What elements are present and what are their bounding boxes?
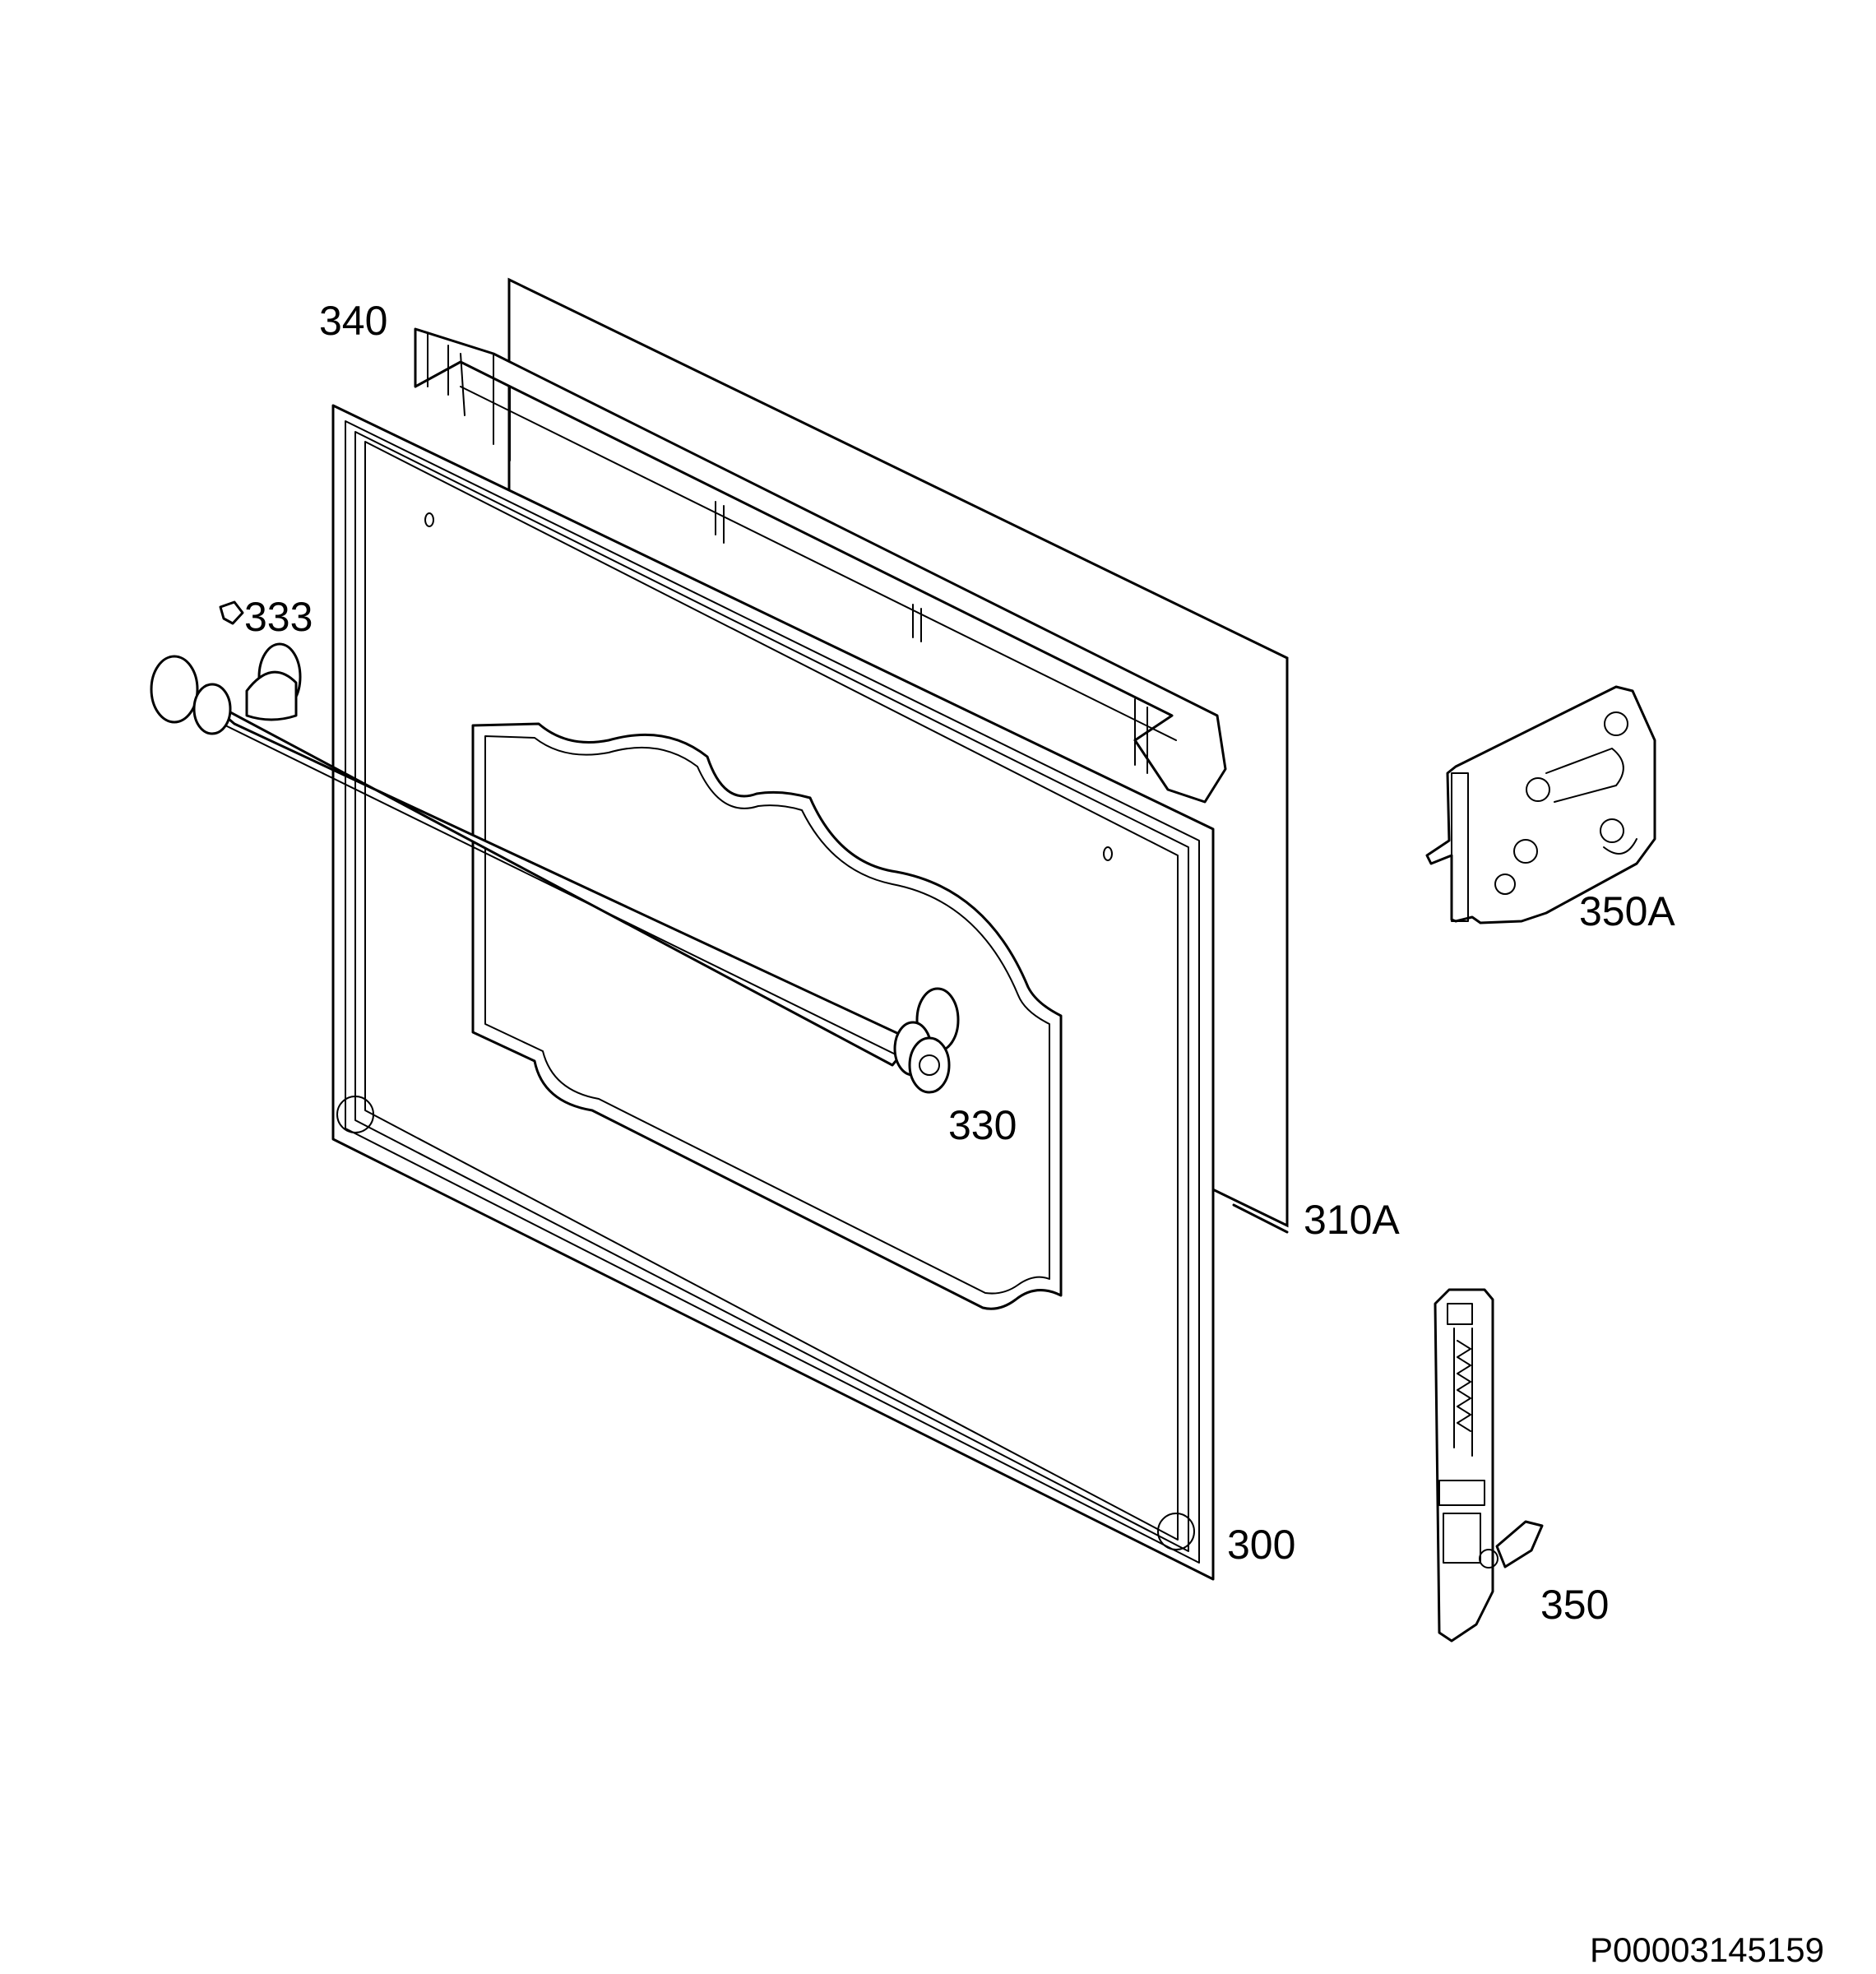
callout-340: 340 (319, 298, 387, 344)
callout-350A: 350A (1579, 888, 1675, 934)
part-330-handle[interactable] (150, 642, 960, 1094)
callout-333: 333 (244, 594, 313, 640)
part-350A-hinge[interactable] (1425, 685, 1656, 924)
callout-330: 330 (948, 1102, 1017, 1148)
callout-350: 350 (1540, 1582, 1609, 1628)
part-350-hinge[interactable] (1434, 1288, 1544, 1643)
part-340-top-profile[interactable] (414, 327, 1227, 804)
part-333-screw[interactable] (219, 600, 244, 625)
drawing-code: P00003145159 (1590, 1930, 1824, 1969)
callout-300: 300 (1227, 1522, 1295, 1568)
callout-310A: 310A (1304, 1197, 1400, 1243)
